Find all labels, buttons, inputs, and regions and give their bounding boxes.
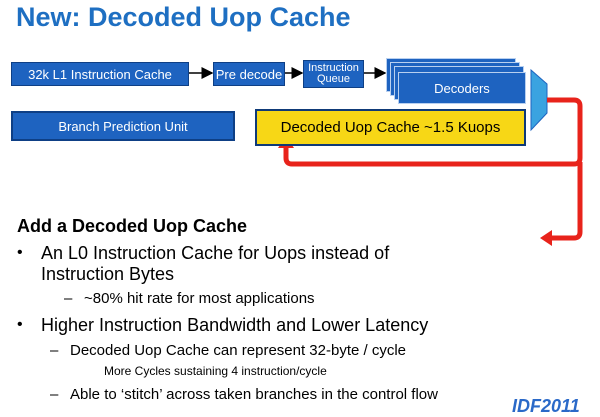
sub-bullet-1: ~80% hit rate for most applications: [84, 290, 315, 307]
bullet2-text: Higher Instruction Bandwidth and Lower L…: [41, 315, 429, 335]
content-heading: Add a Decoded Uop Cache: [17, 216, 248, 236]
decoders-label: Decoders: [434, 80, 490, 96]
bullet-dot: •: [17, 316, 23, 333]
bullet1-text-line1: An L0 Instruction Cache for Uops instead…: [41, 243, 390, 263]
sub-bullet-3: Able to ‘stitch’ across taken branches i…: [70, 386, 438, 403]
bullet1-text-line2: Instruction Bytes: [41, 264, 175, 284]
dash-marker: –: [50, 342, 59, 359]
dash-marker: –: [50, 386, 59, 403]
red-arrow-to-text: [550, 162, 583, 241]
predecode-box: Pre decode: [213, 62, 285, 86]
predecode-label: Pre decode: [215, 66, 283, 82]
l1-instruction-cache-label: 32k L1 Instruction Cache: [28, 66, 172, 82]
instruction-queue-box: Instruction Queue: [303, 60, 364, 88]
decoded-uop-cache-box: Decoded Uop Cache ~1.5 Kuops: [255, 109, 526, 146]
red-arrowhead-left: [540, 230, 552, 246]
dash-marker: –: [64, 290, 73, 307]
sub-bullet-2: Decoded Uop Cache can represent 32-byte …: [70, 342, 407, 359]
sub-bullet-2-detail: More Cycles sustaining 4 instruction/cyc…: [104, 364, 327, 378]
l1-instruction-cache-box: 32k L1 Instruction Cache: [11, 62, 189, 86]
instruction-queue-label-line2: Queue: [316, 73, 351, 85]
decoders-box: Decoders: [398, 72, 526, 104]
bullet-dot: •: [17, 244, 23, 261]
idf-watermark: IDF2011: [512, 396, 580, 416]
decoder-output-funnel: [530, 68, 548, 132]
slide-title: New: Decoded Uop Cache: [16, 2, 351, 32]
branch-prediction-unit-box: Branch Prediction Unit: [11, 111, 235, 141]
instruction-queue-label-line1: Instruction: [308, 62, 359, 74]
decoded-uop-cache-label: Decoded Uop Cache ~1.5 Kuops: [280, 119, 501, 136]
branch-prediction-unit-label: Branch Prediction Unit: [58, 118, 188, 134]
